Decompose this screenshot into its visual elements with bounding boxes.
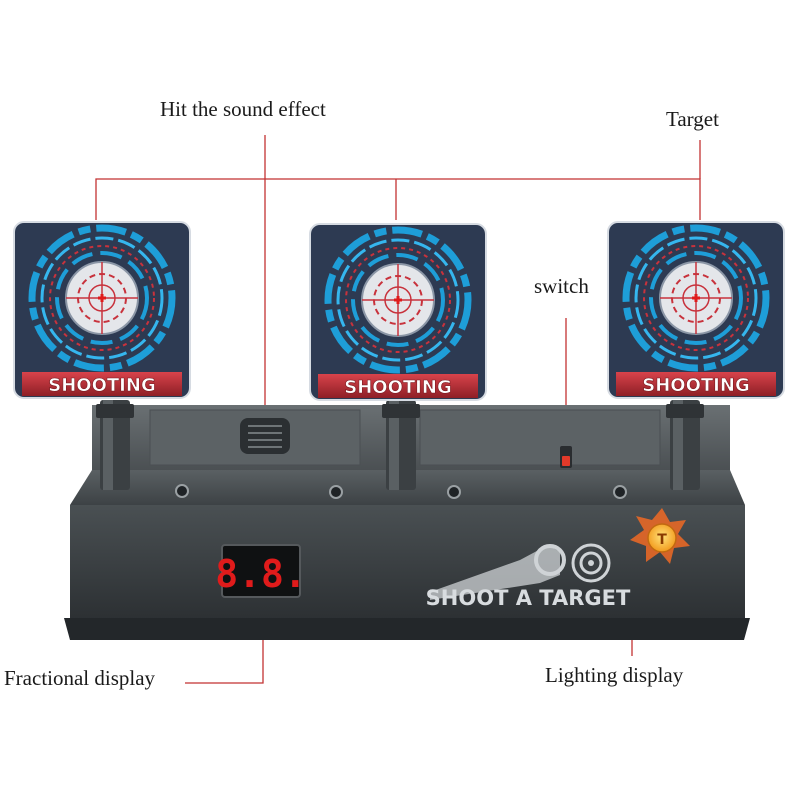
brand-logo: SHOOT A TARGET xyxy=(426,543,631,610)
callout-target: Target xyxy=(666,107,719,131)
store-badge-icon: T xyxy=(630,508,690,564)
svg-text:T: T xyxy=(657,532,667,548)
target-plate-right: SHOOTING xyxy=(608,222,784,398)
base-bottom-edge xyxy=(64,618,750,640)
callout-sound-effect: Hit the sound effect xyxy=(160,97,326,121)
power-switch xyxy=(560,446,572,468)
target-caption: SHOOTING xyxy=(642,375,749,396)
score-digits: 8.8. xyxy=(215,552,307,596)
target-plate-center: SHOOTING xyxy=(310,224,486,400)
callout-lighting-display: Lighting display xyxy=(545,663,684,687)
brand-text: SHOOT A TARGET xyxy=(426,586,631,610)
callout-fractional-display: Fractional display xyxy=(4,666,156,690)
target-caption: SHOOTING xyxy=(48,375,155,396)
indicator-leds xyxy=(175,484,627,499)
callout-switch: switch xyxy=(534,274,589,298)
target-hinge-post-right xyxy=(666,400,704,490)
target-hinge-post-left xyxy=(96,400,134,490)
target-plate-left: SHOOTING xyxy=(14,222,190,398)
score-display: 8.8. xyxy=(215,544,307,598)
target-hinge-post-center xyxy=(382,400,420,490)
target-caption: SHOOTING xyxy=(344,377,451,398)
speaker-grille xyxy=(240,418,290,454)
